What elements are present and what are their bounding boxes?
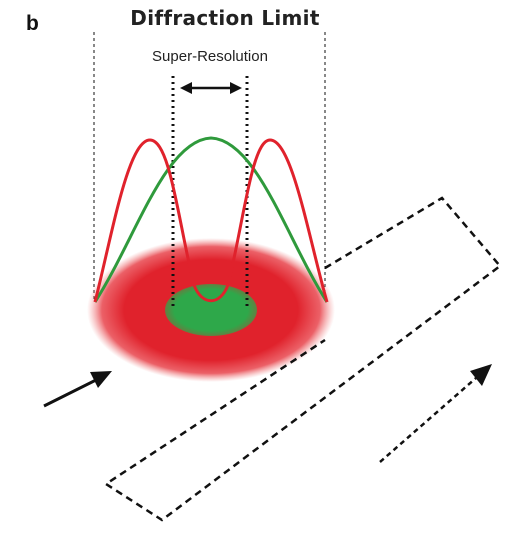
diffraction-limit-title: Diffraction Limit — [130, 6, 320, 30]
panel-label: b — [26, 12, 39, 35]
scan-region-outline — [103, 196, 502, 522]
green-profile-curve — [93, 136, 329, 303]
scan-direction-arrow — [379, 364, 492, 463]
super-resolution-label: Super-Resolution — [152, 48, 268, 65]
red-profile-curve — [93, 138, 329, 303]
excitation-arrow — [43, 371, 112, 408]
super-resolution-spot — [165, 284, 257, 336]
super-resolution-double-arrow — [180, 82, 242, 94]
